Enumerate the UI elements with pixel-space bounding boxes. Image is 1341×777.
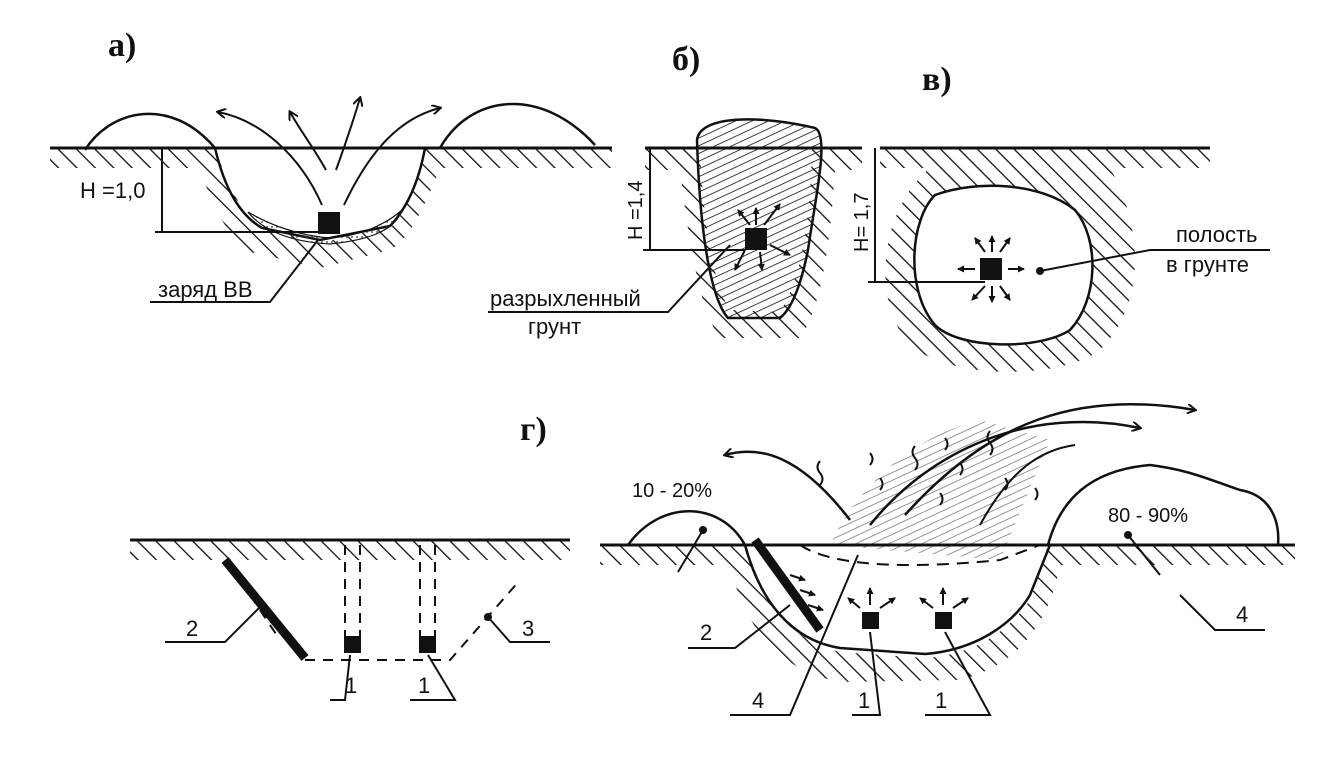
panel-c-letter: в) xyxy=(922,61,952,98)
trajectory-arrow xyxy=(290,112,327,171)
callout-line-4b xyxy=(1179,594,1265,631)
explosive-charge xyxy=(862,612,879,629)
panel-d-letter: г) xyxy=(520,411,547,448)
depth-label-a: H =1,0 xyxy=(80,178,145,203)
flying-particles xyxy=(816,430,1039,506)
explosive-charge xyxy=(745,228,767,250)
callout-3: 3 xyxy=(522,616,534,641)
callout-line xyxy=(1127,534,1161,576)
loose-soil-dotted xyxy=(247,208,404,245)
soil-hatching xyxy=(130,540,570,560)
callout-2: 2 xyxy=(186,616,198,641)
ejecta-mound-left xyxy=(626,510,747,546)
callout-line-2 xyxy=(688,604,791,649)
callout-4b: 4 xyxy=(1236,602,1248,627)
callout-line-4 xyxy=(730,554,859,716)
before-blast: 2 1 1 3 xyxy=(130,538,570,701)
inclined-wall-element xyxy=(221,557,309,661)
cavity-label-line2: в грунте xyxy=(1166,252,1249,277)
callout-line-2 xyxy=(165,604,263,643)
panel-c: в) H= 1,7 полость в грунте xyxy=(851,61,1270,372)
soil-hatching xyxy=(600,545,1295,682)
charge-label: заряд ВВ xyxy=(158,277,253,302)
trajectory-arrow xyxy=(904,402,1195,516)
ejecta-mound-right xyxy=(438,102,596,149)
depth-label-c: H= 1,7 xyxy=(851,193,873,252)
soil-label-line2: грунт xyxy=(528,314,581,339)
ejecta-mound-left xyxy=(83,112,216,151)
callout-line-1 xyxy=(852,631,882,716)
trajectory-arrow xyxy=(869,420,1140,526)
panel-b: б) H =1,4 разрыхленный грунт xyxy=(488,41,862,339)
original-profile-dashed xyxy=(799,544,1041,566)
inclined-wall-element xyxy=(751,537,824,633)
explosive-charge xyxy=(935,612,952,629)
callout-1: 1 xyxy=(345,673,357,698)
crater-outline xyxy=(743,544,1052,656)
explosive-charge xyxy=(344,636,361,653)
blast-arrows xyxy=(789,574,969,612)
soil-hatching xyxy=(50,148,612,268)
excavation-outline-dashed xyxy=(239,579,281,641)
cavity-label-line1: полость xyxy=(1176,222,1258,247)
callout-1b: 1 xyxy=(418,673,430,698)
blast-arrows xyxy=(957,235,1025,303)
trajectory-arrow xyxy=(335,98,360,171)
ejecta-percent-left: 10 - 20% xyxy=(632,480,712,502)
callout-line xyxy=(677,529,704,573)
explosive-charge xyxy=(419,636,436,653)
soil-label-line1: разрыхленный xyxy=(490,286,641,311)
charge-callout-line xyxy=(150,239,319,303)
excavation-outline-dashed xyxy=(305,579,521,661)
trajectory-line xyxy=(979,444,1076,526)
callout-line-1 xyxy=(330,654,351,701)
trajectory-arrow xyxy=(218,112,323,206)
callout-4: 4 xyxy=(752,688,764,713)
panel-a-letter: а) xyxy=(108,27,136,64)
callout-2: 2 xyxy=(700,620,712,645)
callout-1: 1 xyxy=(858,688,870,713)
depth-label-b: H =1,4 xyxy=(625,181,647,240)
ejected-soil-mass xyxy=(830,420,1050,560)
panel-b-letter: б) xyxy=(672,41,700,78)
ejecta-percent-right: 80 - 90% xyxy=(1108,505,1188,527)
callout-line-1 xyxy=(410,654,457,701)
callout-1b: 1 xyxy=(935,688,947,713)
trajectory-arrow xyxy=(343,108,440,206)
callout-line-3 xyxy=(487,616,550,643)
ejecta-mound-right xyxy=(1046,463,1280,546)
explosive-charge xyxy=(318,212,340,234)
trajectory-arrow xyxy=(725,452,851,521)
cavity-outline xyxy=(913,184,1094,346)
explosive-charge xyxy=(980,258,1002,280)
callout-line-1 xyxy=(925,631,992,716)
cavity-callout-line xyxy=(1039,249,1270,272)
after-blast: 10 - 20% 80 - 90% 2 4 1 1 4 xyxy=(600,402,1295,716)
panel-a: а) H =1,0 заряд ВВ xyxy=(50,27,612,303)
loosened-soil-body xyxy=(695,118,823,320)
soil-callout-line xyxy=(488,244,731,313)
panel-d: г) 2 1 1 3 xyxy=(130,402,1295,716)
blast-arrows xyxy=(734,203,791,271)
